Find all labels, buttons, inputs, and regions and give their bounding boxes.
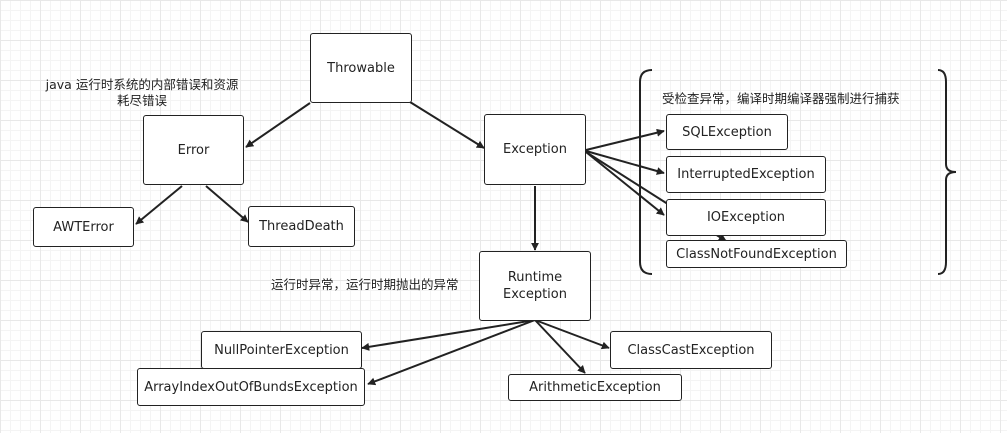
nullpointerexception-label: NullPointerException <box>214 342 349 358</box>
runtime-exception-label-line1: Runtime <box>507 270 563 285</box>
nullpointerexception-node: NullPointerException <box>201 331 362 369</box>
classcastexception-label: ClassCastException <box>627 342 755 358</box>
error-note-line1: java 运行时系统的内部错误和资源 <box>45 77 239 92</box>
ioexception-node: IOException <box>666 199 826 236</box>
arrow-exception-to-ioexception <box>585 151 665 216</box>
error-note: java 运行时系统的内部错误和资源 耗尽错误 <box>32 77 252 109</box>
right-brace <box>937 69 957 275</box>
throwable-node: Throwable <box>310 33 412 103</box>
exception-label: Exception <box>503 142 567 157</box>
arrow-error-to-awterror <box>135 185 183 225</box>
interruptedexception-node: InterruptedException <box>666 156 826 193</box>
arrow-runtime-to-nullpointer <box>361 319 536 351</box>
arrayindexexception-node: ArrayIndexOutOfBundsException <box>137 368 365 406</box>
arrow-runtime-to-arithmetic <box>534 319 586 374</box>
runtime-exception-label-line2: Exception <box>503 287 567 302</box>
runtime-exception-note-text: 运行时异常，运行时期抛出的异常 <box>271 277 459 292</box>
arithmeticexception-label: ArithmeticException <box>529 380 661 395</box>
classcastexception-node: ClassCastException <box>610 331 772 369</box>
classnotfoundexception-label: ClassNotFoundException <box>676 246 837 262</box>
arrow-throwable-to-exception <box>409 101 485 149</box>
arrow-exception-to-interruptedexception <box>585 150 665 175</box>
left-brace <box>639 69 653 275</box>
arithmeticexception-node: ArithmeticException <box>508 374 682 401</box>
classnotfoundexception-node: ClassNotFoundException <box>666 240 847 268</box>
sqlexception-node: SQLException <box>666 114 788 150</box>
checked-exception-note-text: 受检查异常，编译时期编译器强制进行捕获 <box>662 91 900 106</box>
error-label: Error <box>177 142 210 158</box>
arrow-error-to-threaddeath <box>205 185 249 223</box>
runtime-exception-node: Runtime Exception <box>479 251 591 321</box>
awterror-label: AWTError <box>53 219 114 235</box>
exception-node: Exception <box>484 114 586 185</box>
arrow-exception-to-sqlexception <box>585 128 665 151</box>
arrow-throwable-to-error <box>245 102 311 148</box>
checked-exception-note: 受检查异常，编译时期编译器强制进行捕获 <box>662 91 942 107</box>
arrow-runtime-to-classcast <box>534 319 610 350</box>
arrayindexexception-label: ArrayIndexOutOfBundsException <box>144 379 358 395</box>
runtime-exception-note: 运行时异常，运行时期抛出的异常 <box>271 277 481 293</box>
error-node: Error <box>143 115 244 185</box>
interruptedexception-label: InterruptedException <box>677 167 815 182</box>
awterror-node: AWTError <box>33 207 134 247</box>
throwable-label: Throwable <box>327 60 395 76</box>
threaddeath-node: ThreadDeath <box>248 206 355 247</box>
error-note-line2: 耗尽错误 <box>116 93 167 108</box>
ioexception-label: IOException <box>706 210 786 225</box>
threaddeath-label: ThreadDeath <box>259 219 344 234</box>
sqlexception-label: SQLException <box>682 124 772 140</box>
arrow-runtime-to-arrayindex <box>367 319 536 386</box>
